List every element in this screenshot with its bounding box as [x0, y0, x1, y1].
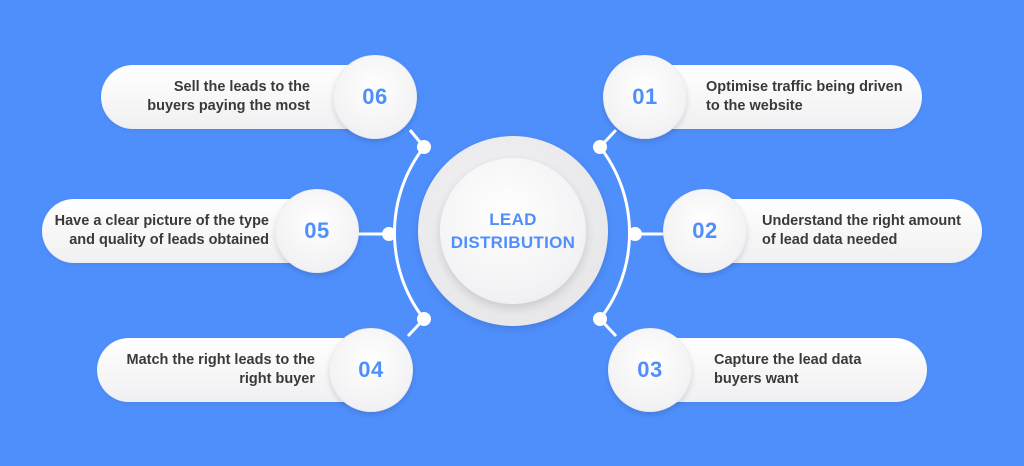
step-04-line1: Match the right leads to the: [126, 352, 315, 368]
center-circle: LEAD DISTRIBUTION: [440, 158, 586, 304]
step-06-number: 06: [362, 84, 388, 109]
step-01-text: Optimise traffic being driven to the web…: [706, 65, 916, 129]
connector-dot-01: [593, 140, 607, 154]
center-title-line1: LEAD: [489, 210, 537, 229]
step-03-text: Capture the lead data buyers want: [714, 338, 914, 402]
connector-dot-06: [417, 140, 431, 154]
step-03-number: 03: [637, 357, 663, 382]
step-05-number-circle: 05: [275, 189, 359, 273]
step-01-line2: to the website: [706, 98, 803, 114]
step-02-line1: Understand the right amount: [762, 213, 961, 229]
step-06-text: Sell the leads to the buyers paying the …: [120, 65, 310, 129]
step-04-text: Match the right leads to the right buyer: [110, 338, 315, 402]
step-06-line2: buyers paying the most: [147, 98, 310, 114]
step-06-number-circle: 06: [333, 55, 417, 139]
step-03-line2: buyers want: [714, 371, 799, 387]
step-04-line2: right buyer: [239, 371, 315, 387]
center-title-line2: DISTRIBUTION: [450, 233, 576, 252]
step-02-number: 02: [692, 218, 718, 243]
step-05-text: Have a clear picture of the type and qua…: [52, 199, 269, 263]
step-01-number-circle: 01: [603, 55, 687, 139]
step-03-number-circle: 03: [608, 328, 692, 412]
connector-dot-04: [417, 312, 431, 326]
step-02-text: Understand the right amount of lead data…: [762, 199, 974, 263]
connector-dot-05: [382, 227, 396, 241]
step-01-number: 01: [632, 84, 658, 109]
step-02-number-circle: 02: [663, 189, 747, 273]
connector-dot-02: [628, 227, 642, 241]
step-06-line1: Sell the leads to the: [173, 79, 310, 95]
step-05-number: 05: [304, 218, 330, 243]
step-01-line1: Optimise traffic being driven: [706, 79, 903, 95]
connector-dot-03: [593, 312, 607, 326]
step-05-line1: Have a clear picture of the type: [54, 213, 269, 229]
step-04-number-circle: 04: [329, 328, 413, 412]
step-05-line2: and quality of leads obtained: [69, 232, 269, 248]
step-03-line1: Capture the lead data: [714, 352, 862, 368]
step-02-line2: of lead data needed: [762, 232, 898, 248]
step-04-number: 04: [358, 357, 384, 382]
